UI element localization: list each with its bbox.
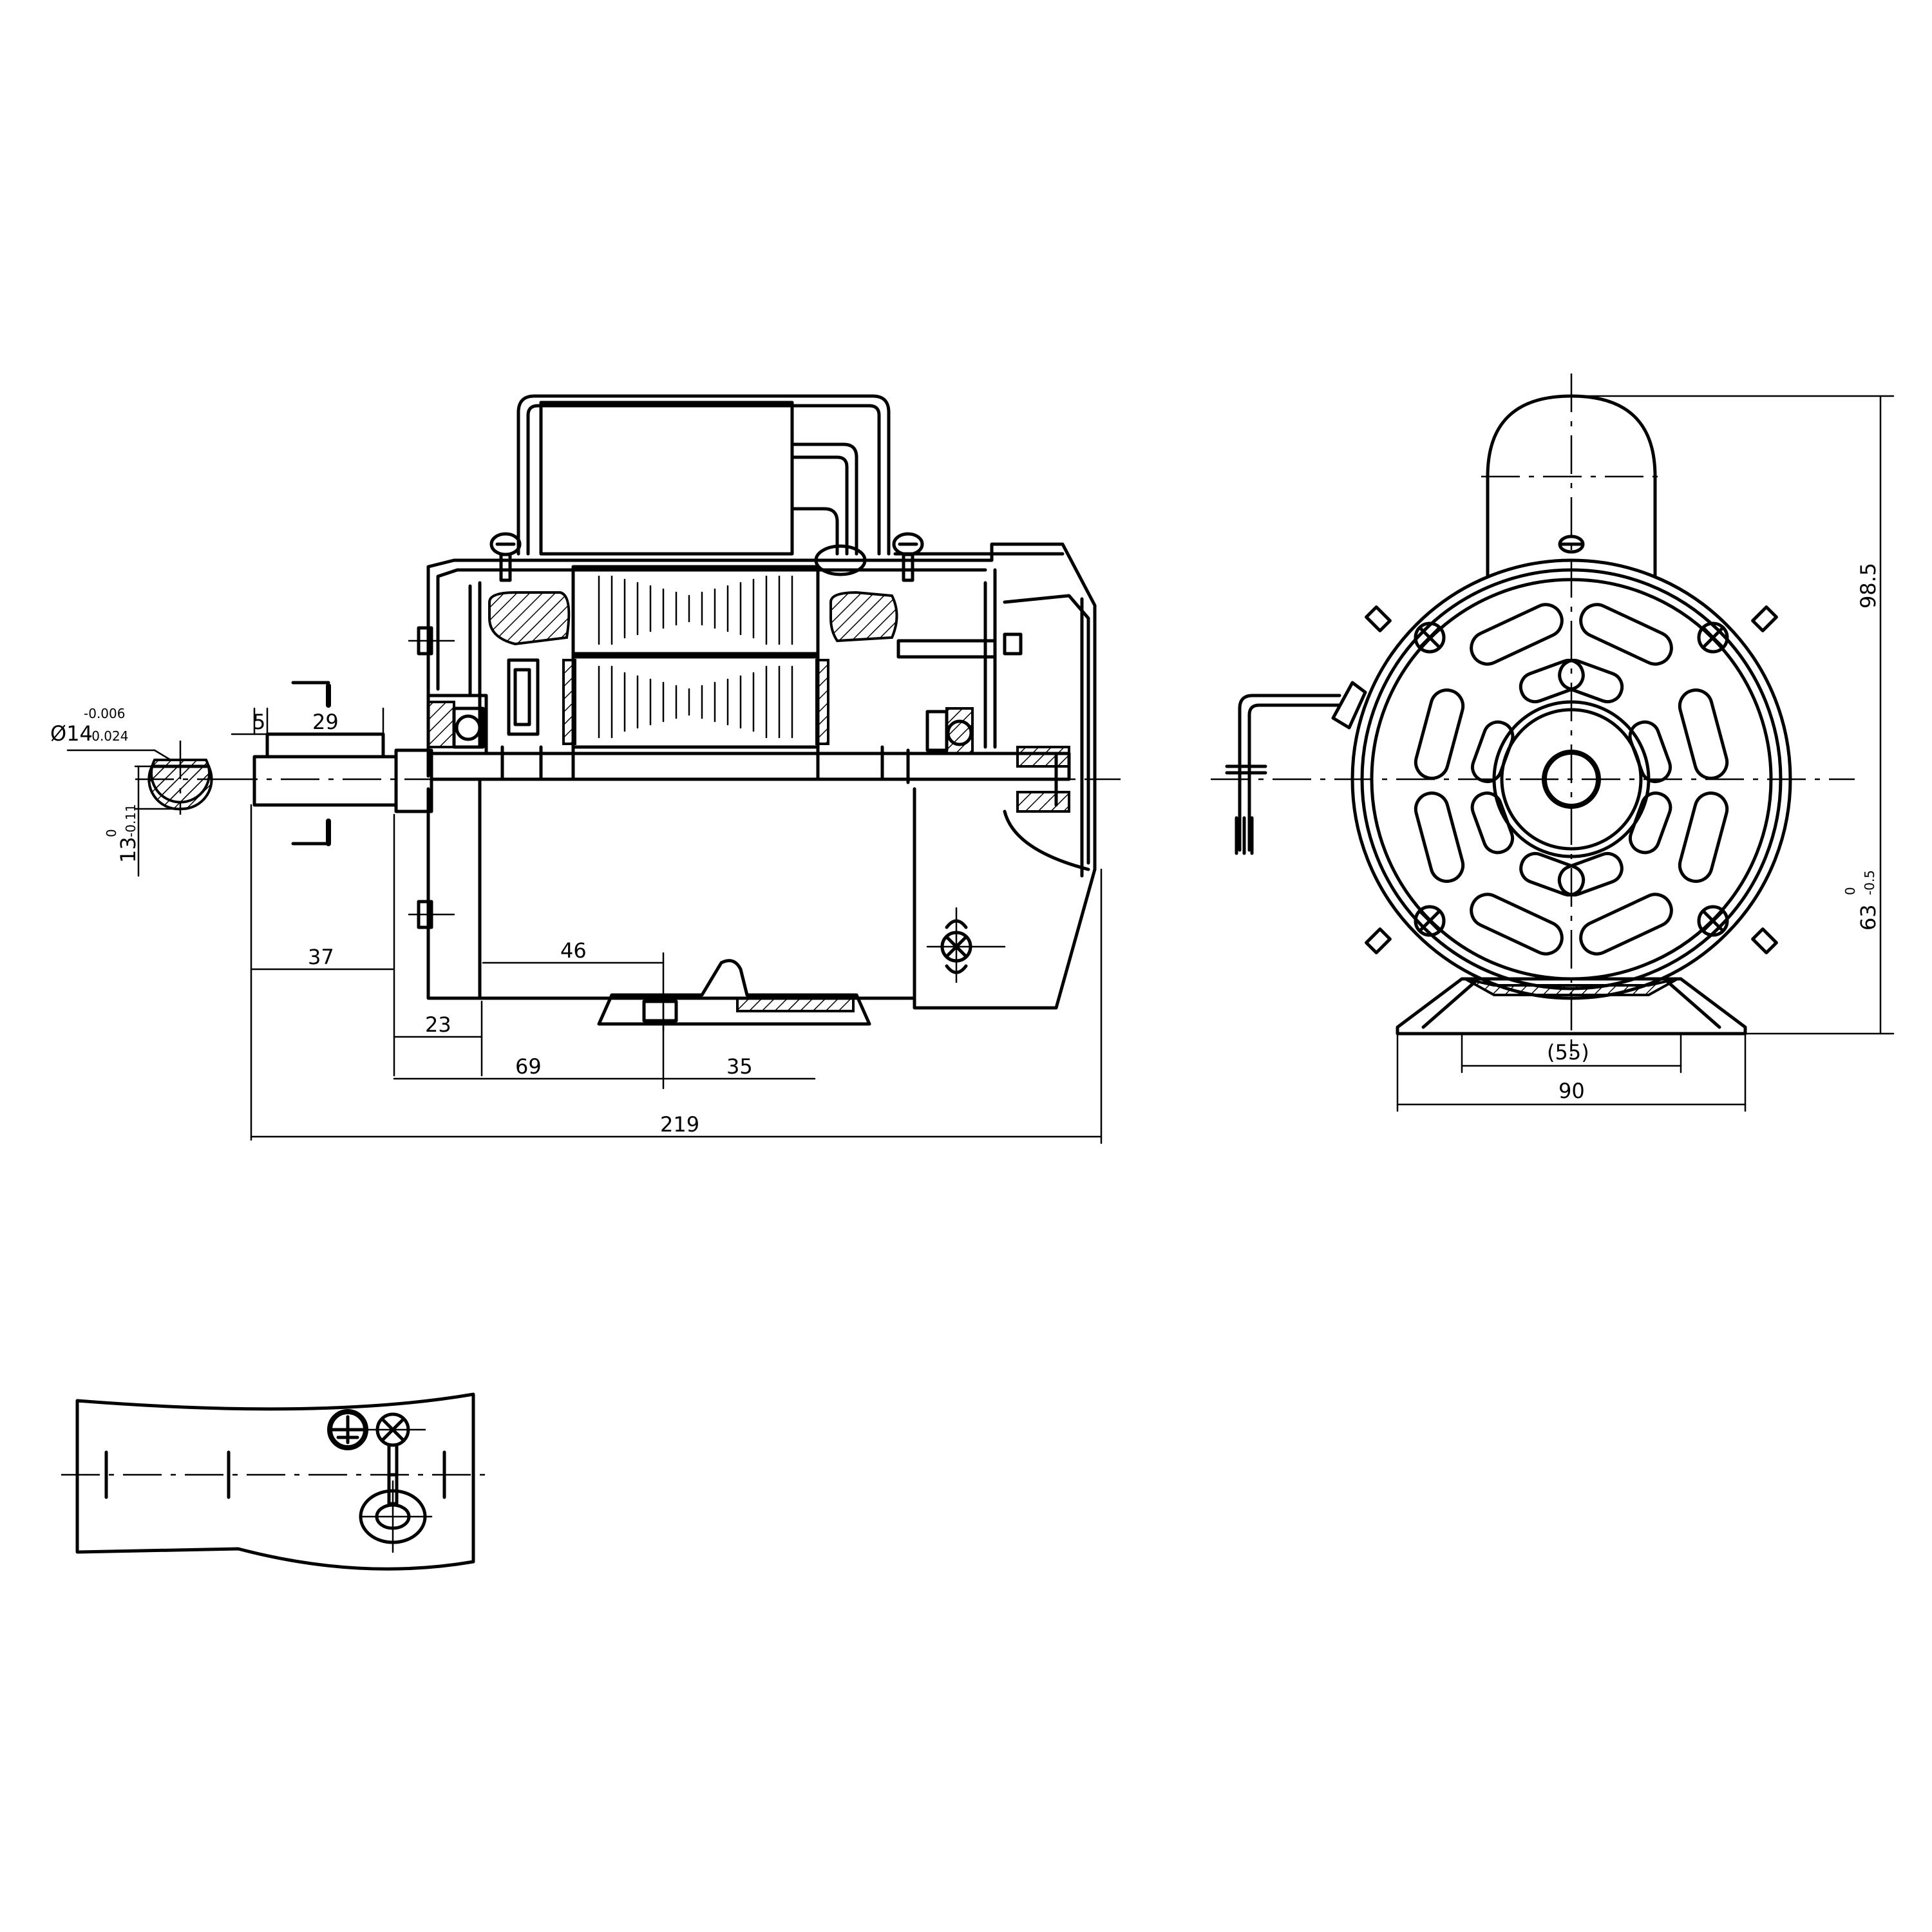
front-view-dimensions <box>1396 395 1895 1112</box>
side-view-dimensions <box>231 707 1103 1144</box>
key-height-tol-lower: -0.11 <box>123 804 138 837</box>
bolt-bottom-left <box>1365 905 1446 954</box>
dim-219: 219 <box>660 1112 699 1137</box>
stator-core <box>562 565 829 749</box>
mounting-foot <box>597 959 871 1026</box>
ground-terminal-symbol <box>327 1409 368 1450</box>
left-bearing <box>427 701 485 749</box>
bolt-top-right <box>1697 605 1778 654</box>
dim-46: 46 <box>560 938 587 963</box>
section-marker-top <box>291 681 331 708</box>
center-height: 63 <box>1856 904 1880 931</box>
power-cable <box>1225 681 1367 855</box>
centrifugal-switch <box>507 658 540 736</box>
motor-housing <box>426 542 1097 1010</box>
bolt-bottom-right <box>1697 905 1778 954</box>
ground-screw <box>926 907 1006 983</box>
center-height-tol-upper: 0 <box>1842 887 1858 895</box>
detail-outline <box>75 1392 475 1571</box>
front-bolt <box>408 626 455 929</box>
dim-69: 69 <box>515 1054 542 1079</box>
terminal-cover <box>516 394 891 556</box>
side-section-view <box>219 394 1121 1032</box>
front-end-view <box>1211 374 1855 1056</box>
section-marker-bottom <box>291 819 331 846</box>
right-bearing <box>925 707 974 755</box>
dim-98-5: 98.5 <box>1856 563 1880 609</box>
keyway <box>265 732 385 759</box>
dim-55: (55) <box>1547 1040 1589 1065</box>
terminal-detail-view <box>61 1392 486 1571</box>
inner-vent-slots <box>1470 658 1672 897</box>
shaft-hole <box>1542 750 1601 809</box>
left-end-winding <box>488 591 571 646</box>
rear-cap <box>1003 594 1090 865</box>
dim-37: 37 <box>308 945 334 969</box>
dim-29: 29 <box>312 710 339 734</box>
shaft-diameter-tol-upper: -0.006 <box>84 706 125 721</box>
shaft <box>252 732 1071 813</box>
cover-screw-left <box>489 532 522 582</box>
dim-90: 90 <box>1558 1079 1585 1103</box>
dim-35: 35 <box>726 1054 753 1079</box>
cover-screw-right <box>892 532 924 582</box>
lower-housing <box>478 777 916 1000</box>
bolt-top-left <box>1365 605 1446 654</box>
housing-outer <box>1350 558 1792 1000</box>
key-height-tol-upper: 0 <box>104 829 119 837</box>
shaft-section-detail <box>66 741 219 877</box>
outer-vent-slots <box>1414 603 1729 956</box>
right-end-winding <box>829 591 898 643</box>
capacitor <box>539 401 794 556</box>
dim-5: 5 <box>252 710 265 734</box>
top-screw <box>1558 535 1585 554</box>
dim-23: 23 <box>425 1012 451 1037</box>
center-height-tol-lower: -0.5 <box>1862 870 1877 895</box>
shaft-diameter-tol-lower: -0.024 <box>87 728 128 744</box>
key-height: 13 <box>116 837 140 863</box>
shaft-diameter: Ø14 <box>50 721 93 746</box>
cable-entry <box>359 1480 433 1553</box>
